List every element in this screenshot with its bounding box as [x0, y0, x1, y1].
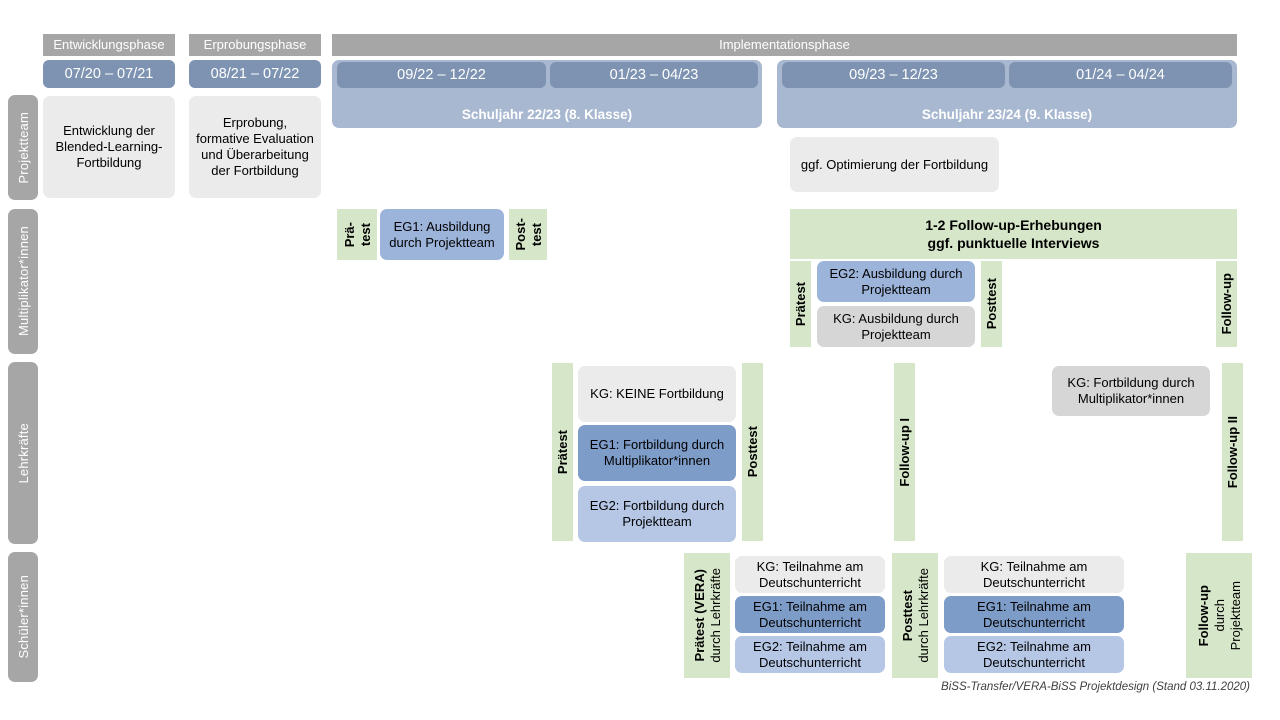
- box-kg-teilnahme-deutschunterricht-2: KG: Teilnahme am Deutschunterricht: [944, 556, 1124, 593]
- strip-praetest-multiplikatoren: Prä- test: [337, 209, 377, 260]
- box-label: KG: Ausbildung durch Projektteam: [833, 310, 959, 342]
- strip-text: Posttest: [745, 426, 760, 478]
- box-label: EG2: Fortbildung durch Projektteam: [589, 498, 725, 529]
- strip-text: Prätest: [793, 281, 808, 327]
- box-entwicklung-blended-learning: Entwicklung der Blended-Learning-Fortbil…: [43, 96, 175, 198]
- strip-text: Follow-up: [1219, 273, 1234, 335]
- box-label: Erprobung, formative Evaluation und Über…: [196, 115, 314, 178]
- date-bar-0923-1223: 09/23 – 12/23: [782, 62, 1005, 88]
- box-label: ggf. Optimierung der Fortbildung: [800, 156, 989, 172]
- role-label-multiplikatorinnen: Multiplikator*innen: [8, 209, 38, 354]
- date-bar-0821-0722: 08/21 – 07/22: [189, 60, 321, 88]
- box-label: EG1: Ausbildung durch Projektteam: [389, 218, 495, 250]
- strip-text-bold: Posttest: [899, 589, 915, 642]
- strip-text-line2: test: [357, 222, 373, 247]
- strip-text-bold: Prätest (VERA): [691, 569, 707, 662]
- school-year-label: Schuljahr 23/24 (9. Klasse): [921, 107, 1093, 122]
- box-label: EG2: Ausbildung durch Projektteam: [829, 265, 963, 297]
- date-bar-0123-0423: 01/23 – 04/23: [550, 62, 758, 88]
- strip-text: Posttest: [984, 278, 999, 330]
- strip-text-sub1: durch: [1211, 599, 1227, 632]
- box-label: EG1: Fortbildung durch Multiplikator*inn…: [589, 437, 725, 468]
- phase-header-erprobungsphase: Erprobungsphase: [189, 34, 321, 56]
- box-erprobung-evaluation: Erprobung, formative Evaluation und Über…: [189, 96, 321, 198]
- phase-header-label: Erprobungsphase: [203, 36, 307, 52]
- role-label-lehrkraefte: Lehrkräfte: [8, 362, 38, 544]
- strip-posttest-multiplikatoren: Post- test: [509, 209, 547, 260]
- box-kg-ausbildung-projektteam: KG: Ausbildung durch Projektteam: [817, 306, 975, 347]
- date-bar-0124-0424: 01/24 – 04/24: [1009, 62, 1232, 88]
- role-text: Multiplikator*innen: [15, 226, 31, 337]
- strip-text-sub: durch Lehrkräfte: [707, 568, 723, 663]
- strip-followup-ii-lehrkraefte: Follow-up II: [1222, 363, 1243, 541]
- box-kg-fortbildung-multiplikatoren: KG: Fortbildung durch Multiplikator*inne…: [1052, 366, 1210, 416]
- box-kg-teilnahme-deutschunterricht-1: KG: Teilnahme am Deutschunterricht: [735, 556, 885, 593]
- strip-text-line1: Prä-: [341, 221, 357, 248]
- strip-posttest-schueler: Posttest durch Lehrkräfte: [892, 553, 938, 678]
- strip-text-sub2: Projektteam: [1227, 580, 1243, 651]
- box-label: EG1: Teilnahme am Deutschunterricht: [753, 598, 867, 630]
- date-bar-label: 09/22 – 12/22: [397, 67, 486, 83]
- box-label: EG2: Teilnahme am Deutschunterricht: [753, 638, 867, 670]
- box-eg1-ausbildung-projektteam: EG1: Ausbildung durch Projektteam: [380, 209, 504, 260]
- date-bar-label: 07/20 – 07/21: [64, 66, 154, 82]
- date-bar-0922-1222: 09/22 – 12/22: [337, 62, 546, 88]
- box-eg2-teilnahme-deutschunterricht-1: EG2: Teilnahme am Deutschunterricht: [735, 636, 885, 673]
- strip-text-line2: test: [528, 222, 544, 247]
- box-label: KG: KEINE Fortbildung: [590, 386, 724, 402]
- role-text: Lehrkräfte: [15, 422, 31, 484]
- role-label-schuelerinnen: Schüler*innen: [8, 552, 38, 682]
- strip-followup-multiplikatoren: Follow-up: [1216, 261, 1237, 347]
- phase-header-implementationsphase: Implementationsphase: [332, 34, 1237, 56]
- footer-text: BiSS-Transfer/VERA-BiSS Projektdesign (S…: [941, 681, 1250, 693]
- box-kg-keine-fortbildung: KG: KEINE Fortbildung: [578, 366, 736, 422]
- strip-praetest-multiplikatoren-2: Prätest: [790, 261, 811, 347]
- strip-text: Follow-up I: [897, 417, 912, 487]
- date-bar-label: 09/23 – 12/23: [849, 67, 938, 83]
- date-bar-label: 08/21 – 07/22: [210, 66, 300, 82]
- date-bar-label: 01/24 – 04/24: [1076, 67, 1165, 83]
- date-bar-0720-0721: 07/20 – 07/21: [43, 60, 175, 88]
- role-label-projektteam: Projektteam: [8, 95, 38, 200]
- strip-praetest-vera-schueler: Prätest (VERA) durch Lehrkräfte: [684, 553, 730, 678]
- box-label: KG: Teilnahme am Deutschunterricht: [756, 558, 864, 590]
- strip-text-bold: Follow-up: [1195, 584, 1211, 647]
- strip-text-sub: durch Lehrkräfte: [915, 568, 931, 663]
- band-line1: 1-2 Follow-up-Erhebungen: [925, 216, 1102, 233]
- strip-text: Follow-up II: [1225, 415, 1240, 489]
- box-label: KG: Teilnahme am Deutschunterricht: [980, 558, 1088, 590]
- strip-posttest-lehrkraefte: Posttest: [742, 363, 763, 541]
- band-followup-erhebungen: 1-2 Follow-up-Erhebungen ggf. punktuelle…: [790, 209, 1237, 259]
- box-eg2-ausbildung-projektteam: EG2: Ausbildung durch Projektteam: [817, 261, 975, 302]
- box-label: EG1: Teilnahme am Deutschunterricht: [977, 598, 1091, 630]
- strip-praetest-lehrkraefte: Prätest: [552, 363, 573, 541]
- date-bar-label: 01/23 – 04/23: [609, 67, 699, 83]
- strip-text-line1: Post-: [512, 218, 528, 251]
- box-label: EG2: Teilnahme am Deutschunterricht: [977, 638, 1091, 670]
- school-year-label: Schuljahr 22/23 (8. Klasse): [461, 107, 633, 122]
- strip-text: Prätest: [555, 429, 570, 475]
- strip-followup-i-lehrkraefte: Follow-up I: [894, 363, 915, 541]
- box-eg1-fortbildung-multiplikatoren: EG1: Fortbildung durch Multiplikator*inn…: [578, 425, 736, 481]
- role-text: Schüler*innen: [15, 575, 31, 659]
- box-label: KG: Fortbildung durch Multiplikator*inne…: [1067, 375, 1195, 406]
- box-eg1-teilnahme-deutschunterricht-2: EG1: Teilnahme am Deutschunterricht: [944, 596, 1124, 633]
- box-eg1-teilnahme-deutschunterricht-1: EG1: Teilnahme am Deutschunterricht: [735, 596, 885, 633]
- box-label: Entwicklung der Blended-Learning-Fortbil…: [55, 123, 163, 170]
- phase-header-label: Entwicklungsphase: [53, 36, 165, 52]
- footer-caption: BiSS-Transfer/VERA-BiSS Projektdesign (S…: [830, 681, 1250, 693]
- box-eg2-fortbildung-projektteam: EG2: Fortbildung durch Projektteam: [578, 486, 736, 542]
- phase-header-entwicklungsphase: Entwicklungsphase: [43, 34, 175, 56]
- strip-posttest-multiplikatoren-2: Posttest: [981, 261, 1002, 347]
- box-ggf-optimierung-fortbildung: ggf. Optimierung der Fortbildung: [790, 137, 999, 192]
- band-line2: ggf. punktuelle Interviews: [927, 235, 1100, 251]
- phase-header-label: Implementationsphase: [719, 36, 850, 52]
- role-text: Projektteam: [15, 111, 31, 184]
- strip-followup-schueler: Follow-up durch Projektteam: [1186, 553, 1252, 678]
- box-eg2-teilnahme-deutschunterricht-2: EG2: Teilnahme am Deutschunterricht: [944, 636, 1124, 673]
